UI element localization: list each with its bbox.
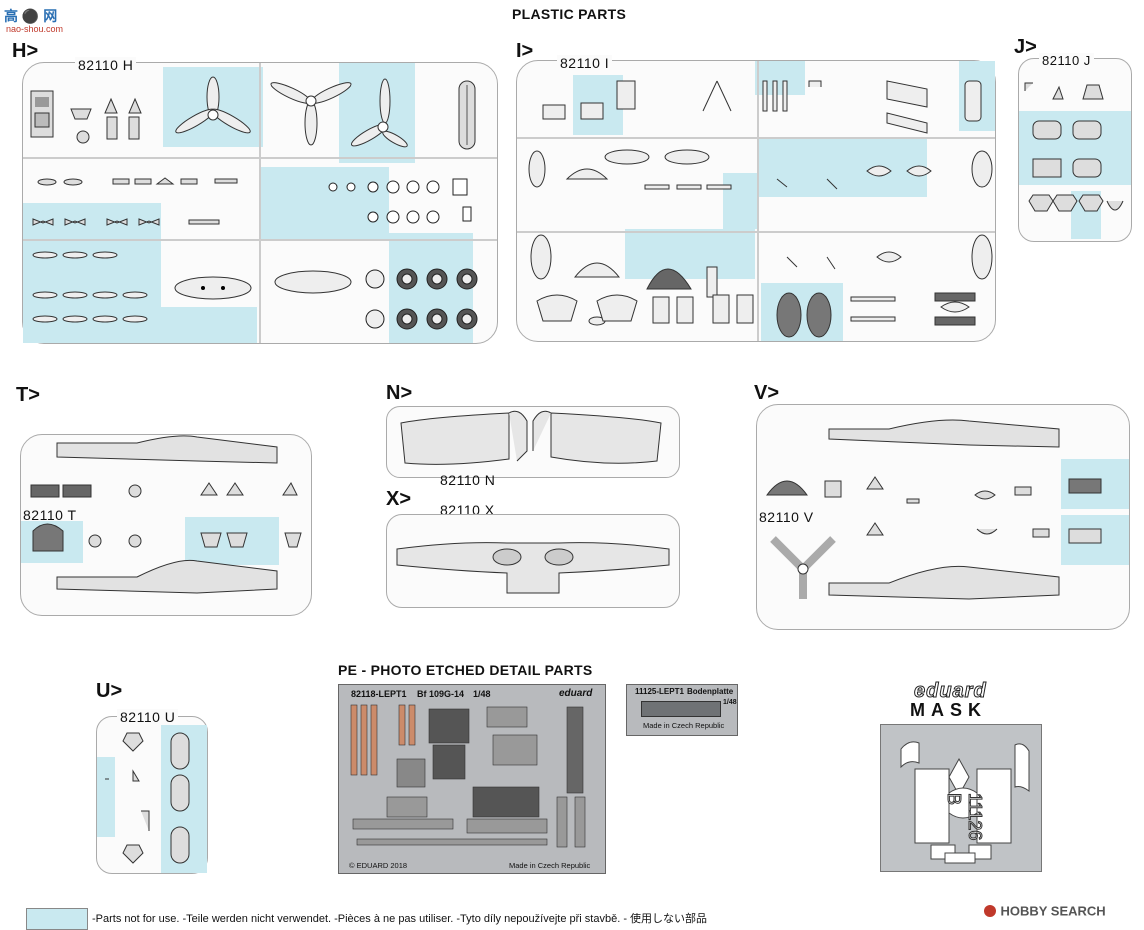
stabilizer-pair: [400, 410, 662, 465]
drop-tank-part: [458, 80, 476, 150]
sprue-u-frame: 82110 U: [96, 709, 208, 874]
sprue-i-letter: I>: [516, 40, 534, 62]
blue-zone: [23, 203, 161, 237]
propeller-part: [270, 82, 352, 146]
pe-fret-origin: Made in Czech Republic: [509, 861, 591, 870]
sprue-h-frame: 82110 H: [22, 57, 498, 344]
sprue-n-code: 82110 N: [440, 472, 496, 488]
wheel-parts: [365, 268, 478, 330]
sprue-j-letter: J>: [1014, 36, 1037, 58]
sprue-j-frame: 82110 J: [1018, 53, 1132, 242]
blue-zone: [161, 307, 257, 343]
canopy-frame-parts: [542, 80, 982, 134]
source-logo-text: HOBBY SEARCH: [1000, 903, 1106, 919]
propeller-part: [351, 78, 408, 148]
sprue-i-frame: 82110 I: [516, 55, 996, 342]
sprue-x-letter: X>: [386, 488, 412, 510]
gear-icon: [984, 904, 996, 917]
pe-small-fret: 11125-LEPT1 Bodenplatte 1/48 Made in Cze…: [626, 684, 738, 736]
mask-brand: eduard: [914, 680, 987, 703]
pe-main-fret: 82118-LEPT1 Bf 109G-14 1/48 eduard © EDU…: [338, 684, 606, 874]
pe-fret-code: 82118-LEPT1: [351, 689, 407, 699]
mask-sheet: 11126 B: [880, 724, 1042, 872]
blue-zone: [97, 757, 115, 837]
canopy-part: [274, 270, 352, 294]
pe-fret-copyright: © EDUARD 2018: [349, 861, 408, 870]
blue-zone: [757, 137, 927, 197]
pe-small-fret-name: Bodenplatte: [687, 687, 734, 696]
pe-small-fret-origin: Made in Czech Republic: [643, 721, 725, 730]
sprue-t-frame: 82110 T: [20, 434, 312, 616]
sprue-u-code: 82110 U: [117, 709, 179, 725]
sprue-x-frame: [386, 514, 680, 608]
v-parts: [766, 476, 1102, 599]
wing-lower-part: [396, 542, 670, 594]
mask-shapes: [900, 741, 1030, 864]
pe-detail-parts: [350, 704, 586, 848]
pe-fret-model: Bf 109G-14: [417, 689, 465, 699]
t-small-parts: [30, 482, 302, 552]
sprue-i-code: 82110 I: [557, 55, 613, 71]
pe-section-title: PE - PHOTO ETCHED DETAIL PARTS: [338, 662, 593, 678]
mask-label: MASK: [910, 700, 987, 720]
pe-fret-scale: 1/48: [473, 689, 491, 699]
sprue-v-frame: 82110 V: [756, 404, 1130, 630]
blue-zone: [723, 173, 757, 229]
small-parts: [70, 97, 142, 144]
fuselage-half-top: [56, 435, 278, 464]
sprue-t-letter: T>: [16, 384, 40, 406]
sprue-v-letter: V>: [754, 382, 780, 404]
fuselage-parts-row: [528, 149, 993, 190]
blue-zone: [259, 167, 389, 239]
mask-code: 11126 B: [944, 793, 986, 841]
sprue-h-letter: H>: [12, 40, 39, 62]
wheel-well-parts: [530, 234, 993, 326]
page-title: PLASTIC PARTS: [512, 6, 627, 22]
legend-text: -Parts not for use. -Teile werden nicht …: [92, 913, 708, 925]
sprue-v-code: 82110 V: [757, 509, 816, 525]
pe-fret-brand: eduard: [559, 688, 593, 699]
watermark-logo: 高 ⚫ 网 nao-shou.com: [4, 8, 64, 34]
source-logo: HOBBY SEARCH: [984, 902, 1140, 924]
sprue-j-code: 82110 J: [1039, 53, 1094, 68]
u-parts: [105, 732, 190, 864]
sprue-n-frame: [386, 406, 680, 478]
blue-zone: [625, 229, 755, 279]
watermark-site: nao-shou.com: [6, 24, 64, 34]
seat-parts: [1024, 82, 1124, 212]
sprue-h-code: 82110 H: [75, 57, 137, 73]
small-parts-row: [37, 177, 238, 186]
wing-parts-column: [32, 251, 148, 323]
fuselage-half-bottom: [828, 565, 1060, 600]
canopy-part: [174, 276, 252, 300]
instrument-dials: [328, 178, 472, 224]
fuselage-half-top: [828, 419, 1060, 448]
pe-small-fret-scale: 1/48: [723, 699, 737, 706]
legend-swatch: [26, 908, 88, 930]
pe-small-fret-part: [641, 701, 721, 717]
small-parts-row: [32, 218, 220, 226]
engine-part: [30, 90, 54, 138]
sprue-n-letter: N>: [386, 382, 413, 404]
sprue-u-letter: U>: [96, 680, 123, 702]
fuselage-half-bottom: [56, 559, 278, 594]
sprue-t-code: 82110 T: [21, 507, 79, 523]
pe-small-fret-code: 11125-LEPT1: [635, 687, 684, 696]
bottom-parts-row: [536, 292, 976, 338]
propeller-part: [175, 76, 251, 134]
